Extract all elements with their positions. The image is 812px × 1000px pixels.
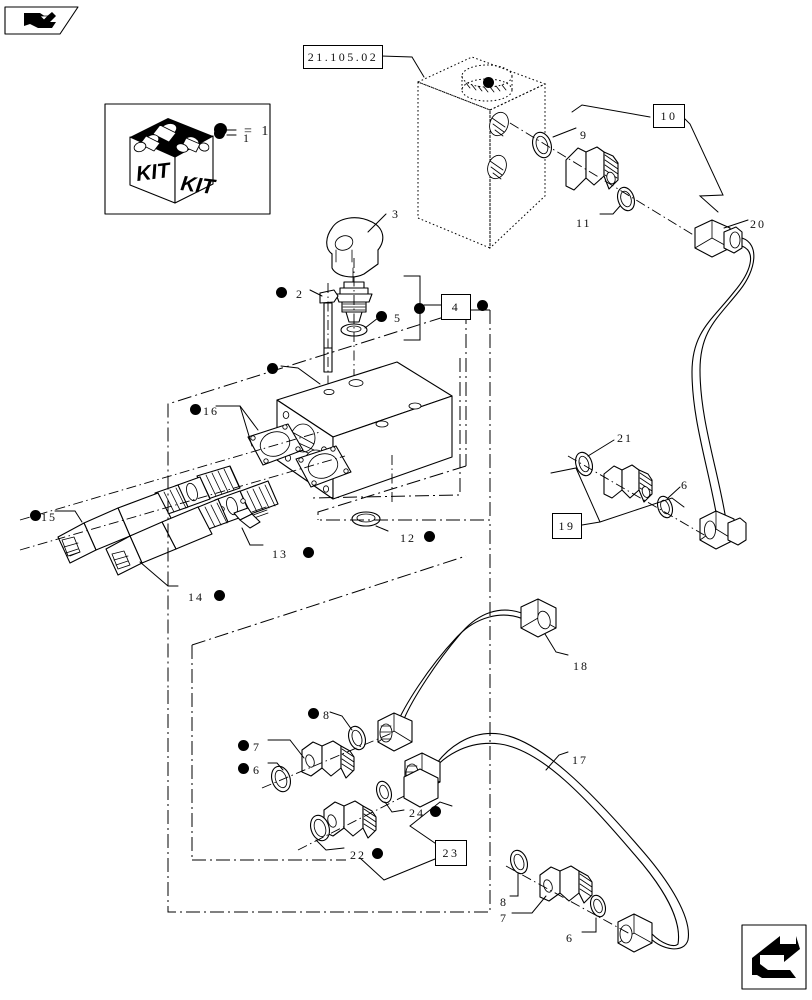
kit-dot-4 xyxy=(414,303,425,314)
tube-18 xyxy=(377,598,557,752)
hydraulic-reservoir-tank xyxy=(416,56,547,250)
kit-legend-bullet xyxy=(214,123,227,136)
screw-13 xyxy=(233,506,269,529)
o-ring-21 xyxy=(574,451,594,477)
item-number-6: 6 xyxy=(681,478,689,492)
kit-dot-11 xyxy=(308,708,319,719)
svg-text:KIT: KIT xyxy=(135,159,174,186)
o-ring-6-left xyxy=(270,765,292,793)
item-number-5: 5 xyxy=(394,311,402,325)
item-number-7: 7 xyxy=(253,740,261,754)
reservoir-port-lower xyxy=(487,154,507,180)
kit-dot-6 xyxy=(190,404,201,415)
kit-dot-15 xyxy=(372,848,383,859)
item-number-16: 16 xyxy=(203,404,219,418)
solenoid-valve-14 xyxy=(105,480,279,576)
kit-dot-14 xyxy=(430,806,441,817)
item-number-11: 11 xyxy=(576,216,592,230)
control-knob-3 xyxy=(326,217,384,278)
item-number-8: 8 xyxy=(500,895,508,909)
fitting-7-bottom xyxy=(539,865,593,904)
svg-text:KIT: KIT xyxy=(179,172,218,199)
item-number-8: 8 xyxy=(323,708,331,722)
ref-19[interactable]: 19 xyxy=(552,513,582,539)
fitting-24-nipple xyxy=(323,800,377,839)
washer-5 xyxy=(340,323,368,337)
kit-dot-9 xyxy=(424,531,435,542)
kit-dot-10 xyxy=(214,590,225,601)
reservoir-port-upper xyxy=(489,111,509,137)
fitting-10-nipple xyxy=(565,146,619,191)
page-turn-back-icon xyxy=(4,6,79,35)
fitting-7-nipple xyxy=(301,740,355,779)
item-number-12: 12 xyxy=(400,531,416,545)
kit-dot-7 xyxy=(30,510,41,521)
item-number-7: 7 xyxy=(500,911,508,925)
item-number-6: 6 xyxy=(253,763,261,777)
nut-24-mate xyxy=(403,768,439,808)
ref-10[interactable]: 10 xyxy=(653,104,685,128)
o-ring-8-bottom xyxy=(509,849,529,875)
ref-23[interactable]: 23 xyxy=(435,840,467,866)
fitting-21-nipple xyxy=(603,464,653,503)
item-number-20: 20 xyxy=(750,217,766,231)
item-number-21: 21 xyxy=(617,431,633,445)
item-number-24: 24 xyxy=(409,806,425,820)
kit-dot-16 xyxy=(483,77,494,88)
kit-dot-12 xyxy=(238,740,249,751)
item-number-2: 2 xyxy=(296,287,304,301)
item-number-6: 6 xyxy=(566,931,574,945)
item-number-9: 9 xyxy=(580,128,588,142)
page-turn-forward-icon xyxy=(741,924,807,990)
item-number-18: 18 xyxy=(573,659,589,673)
kit-legend-panel: KIT KIT xyxy=(104,103,271,215)
item-number-15: 15 xyxy=(41,510,57,524)
item-number-14: 14 xyxy=(188,590,204,604)
o-ring-6-bottom xyxy=(589,894,607,918)
o-ring-22 xyxy=(309,814,331,842)
kit-dot-13 xyxy=(238,763,249,774)
kit-box-icon: KIT KIT xyxy=(129,118,218,204)
item-number-17: 17 xyxy=(572,753,588,767)
gasket-16-b xyxy=(247,423,304,466)
o-ring-8 xyxy=(347,725,367,751)
item-number-3: 3 xyxy=(392,207,400,221)
kit-dot-2 xyxy=(376,311,387,322)
kit-dot-3 xyxy=(477,300,488,311)
nut-17-bottom xyxy=(617,913,653,953)
item-number-22: 22 xyxy=(350,848,366,862)
kit-dot-1 xyxy=(276,287,287,298)
item-number-1: 1 xyxy=(243,131,251,145)
solenoid-valve-15 xyxy=(57,465,241,564)
kit-dot-5 xyxy=(267,363,278,374)
ref-21-105-02[interactable]: 21.105.02 xyxy=(303,45,383,69)
kit-equals-label: = 1 xyxy=(244,124,272,139)
ref-4[interactable]: 4 xyxy=(441,294,471,320)
tube-20 xyxy=(691,219,755,550)
bolt-2 xyxy=(319,289,339,373)
item-number-13: 13 xyxy=(272,547,288,561)
o-ring-24 xyxy=(375,780,393,804)
gasket-16-a xyxy=(295,445,352,488)
kit-contents xyxy=(133,123,210,153)
assembly-boundary xyxy=(167,309,491,913)
kit-dot-8 xyxy=(303,547,314,558)
o-ring-9 xyxy=(531,131,553,159)
o-ring-12 xyxy=(351,511,381,527)
